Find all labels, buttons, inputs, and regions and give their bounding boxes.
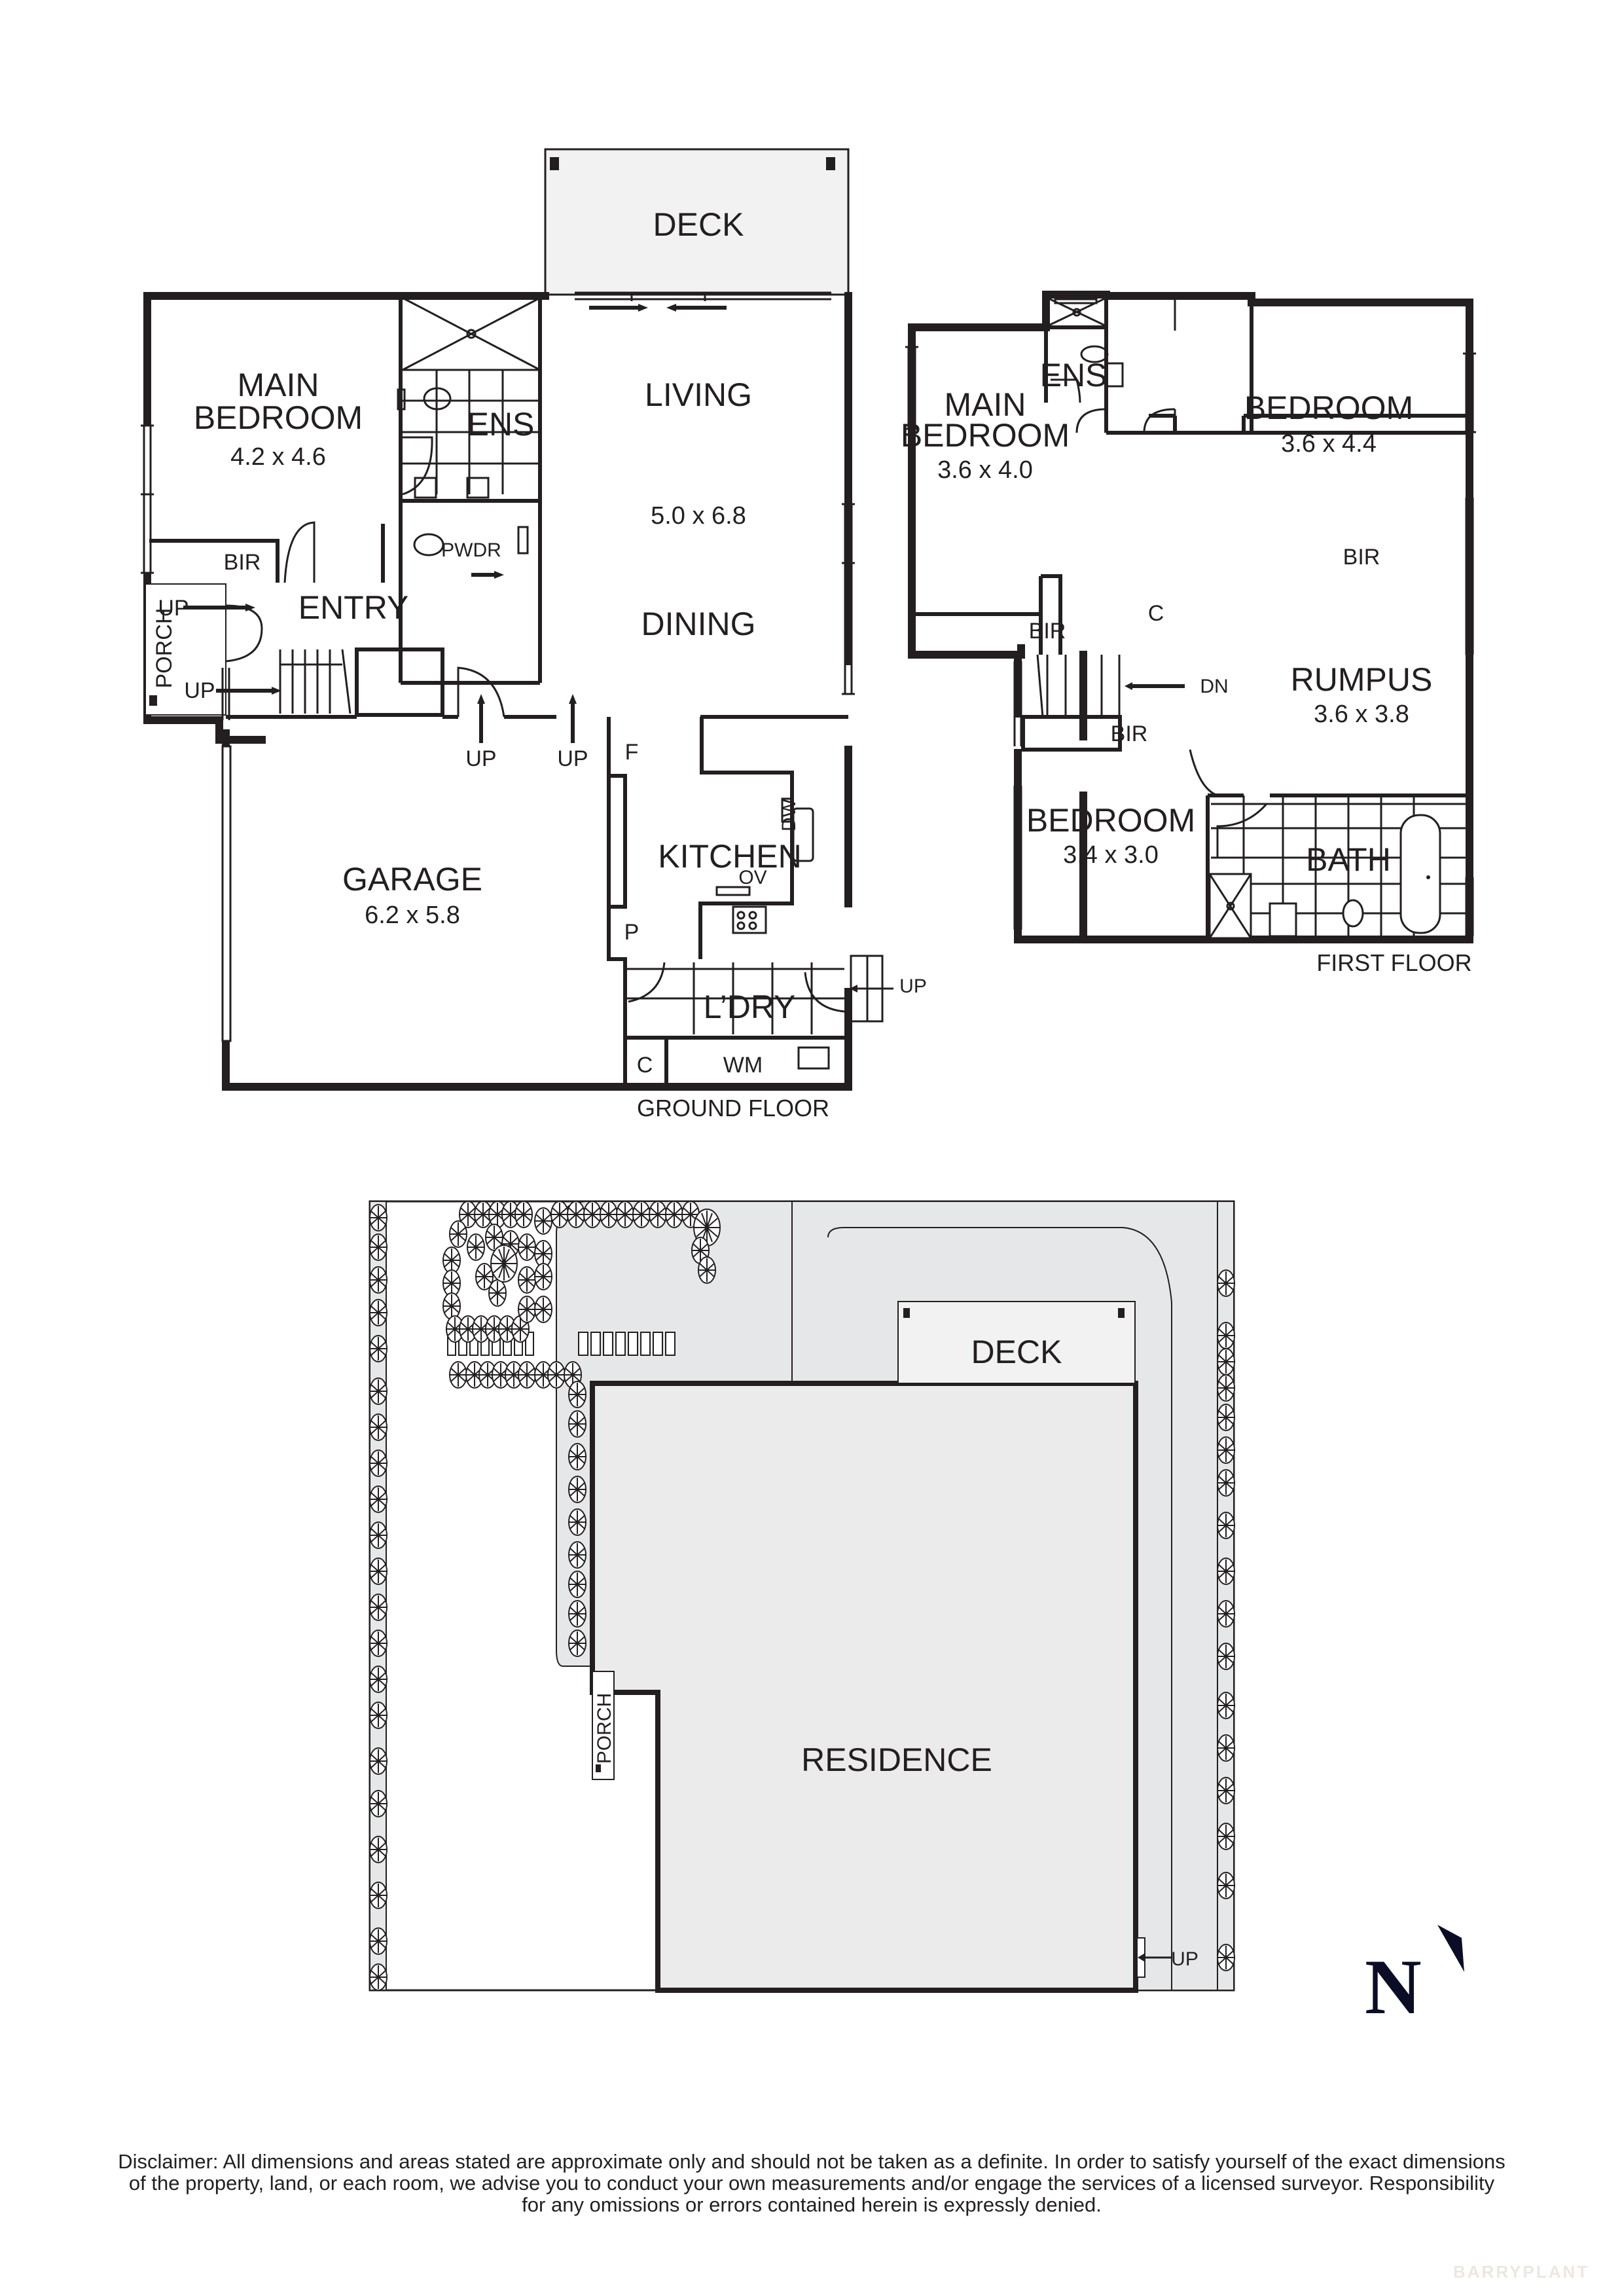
first-ensuite-label: ENS: [1040, 357, 1108, 393]
bedroom-3-dimensions: 3.4 x 3.0: [1063, 841, 1159, 869]
first-main-bedroom-label: MAIN: [945, 386, 1026, 423]
powder-room-label: PWDR: [441, 539, 501, 561]
garage-label: GARAGE: [342, 861, 482, 898]
ground-floor-title: GROUND FLOOR: [637, 1095, 829, 1121]
disclaimer: Disclaimer: All dimensions and areas sta…: [72, 2151, 1551, 2215]
porch-up-label: UP: [158, 596, 189, 621]
rumpus-dimensions: 3.6 x 3.8: [1314, 701, 1409, 728]
disclaimer-line-3: for any omissions or errors contained he…: [522, 2193, 1102, 2216]
laundry-label: L’DRY: [704, 989, 796, 1025]
stairs-down-label: DN: [1200, 676, 1228, 697]
disclaimer-line-2: of the property, land, or each room, we …: [128, 2172, 1495, 2195]
stairs-up-label: UP: [184, 678, 215, 703]
main-bedroom-label-line2: BEDROOM: [194, 399, 363, 436]
dining-label: DINING: [641, 606, 756, 642]
first-cupboard-label: C: [1148, 601, 1164, 626]
first-main-bedroom-label-line2: BEDROOM: [901, 417, 1070, 454]
bedroom-2-dimensions: 3.6 x 4.4: [1281, 430, 1377, 458]
fridge-label: F: [625, 740, 639, 765]
ensuite-label: ENS: [467, 406, 535, 443]
deck-area: [544, 148, 850, 296]
oven-label: OV: [738, 867, 766, 888]
garage-dimensions: 6.2 x 5.8: [365, 902, 460, 929]
rumpus-label: RUMPUS: [1291, 661, 1433, 698]
bedroom-2-bir-label: BIR: [1343, 545, 1380, 570]
washing-machine-label: WM: [723, 1053, 763, 1078]
site-deck-label: DECK: [971, 1334, 1062, 1370]
living-label: LIVING: [645, 376, 752, 413]
compass-north-label: N: [1365, 1943, 1422, 2030]
kitchen-label: KITCHEN: [658, 838, 801, 875]
main-bedroom-dimensions: 4.2 x 4.6: [230, 443, 326, 471]
pantry-label: P: [624, 920, 640, 945]
deck-label: DECK: [653, 206, 744, 243]
porch-label: PORCH: [152, 608, 177, 689]
site-plan: [369, 1200, 1235, 1993]
first-floor-title: FIRST FLOOR: [1316, 949, 1471, 976]
site-porch-label: PORCH: [594, 1693, 615, 1764]
main-bedroom-label: MAIN: [238, 367, 319, 403]
site-up-label: UP: [1171, 1948, 1198, 1970]
first-floor-plan: [905, 291, 1476, 943]
bedroom-3-label: BEDROOM: [1026, 802, 1195, 839]
laundry-up-label: UP: [899, 975, 927, 997]
first-main-bedroom-dimensions: 3.6 x 4.0: [937, 456, 1033, 484]
dishwasher-label: DW: [778, 798, 800, 831]
disclaimer-line-1: Disclaimer: All dimensions and areas sta…: [118, 2150, 1505, 2173]
entry-label: ENTRY: [298, 589, 409, 626]
bedroom-2-label: BEDROOM: [1244, 390, 1413, 426]
residence-label: RESIDENCE: [801, 1741, 992, 1778]
bedroom-3-bir-label: BIR: [1111, 721, 1148, 746]
main-bedroom-bir-label: BIR: [1029, 619, 1066, 644]
garage-up-label-2: UP: [557, 746, 588, 771]
ground-floor-plan: [141, 148, 893, 1091]
bir-label: BIR: [224, 550, 261, 575]
laundry-cupboard-label: C: [637, 1053, 653, 1078]
garage-up-label-1: UP: [465, 746, 496, 771]
bath-label: BATH: [1306, 841, 1391, 878]
living-dimensions: 5.0 x 6.8: [651, 502, 746, 530]
brand-watermark: BARRYPLANT: [1453, 2262, 1590, 2282]
north-arrow-icon: [1437, 1925, 1464, 1972]
